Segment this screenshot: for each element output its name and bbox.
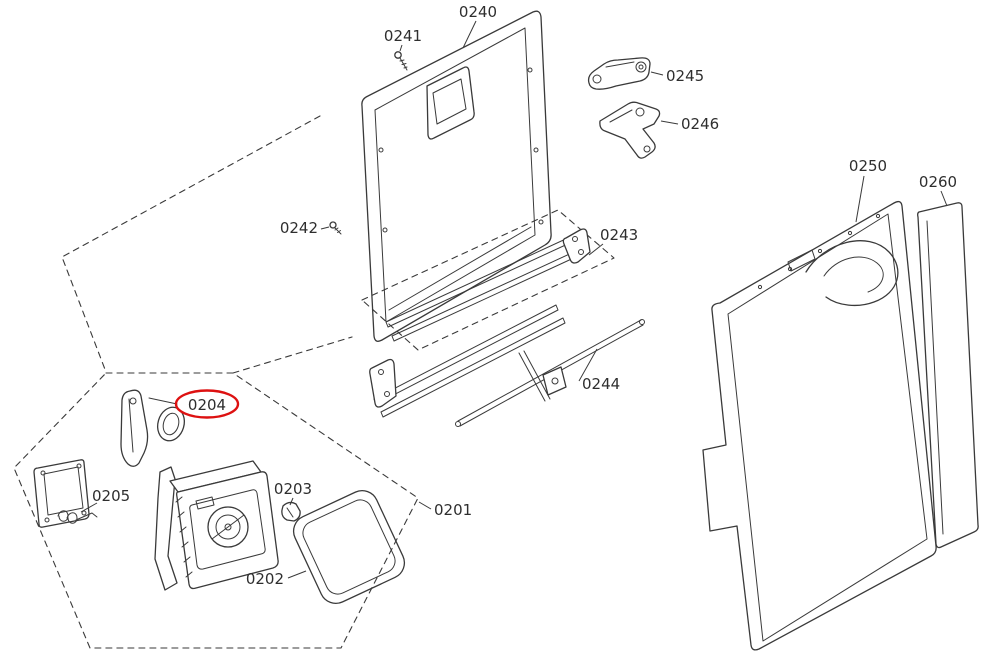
rail-bracket-right — [562, 228, 591, 264]
vent-detail — [426, 66, 475, 140]
spring — [57, 510, 98, 524]
part-label-0244[interactable]: 0244 — [582, 375, 620, 393]
part-0244-crossbar — [455, 319, 645, 427]
leader-lines — [80, 20, 948, 579]
dispenser-body — [154, 460, 279, 591]
hatching — [175, 496, 193, 578]
oval-seal — [157, 406, 185, 442]
part-label-0240[interactable]: 0240 — [459, 3, 497, 21]
part-0241-screw — [394, 51, 408, 71]
part-0240-inner-door-panel — [361, 10, 552, 342]
part-label-0245[interactable]: 0245 — [666, 67, 704, 85]
part-label-0260[interactable]: 0260 — [919, 173, 957, 191]
highlight-circle-0204 — [174, 389, 240, 419]
part-0260-side-panel — [917, 202, 979, 549]
part-labels: 0240 0241 0242 0243 0244 0245 0246 0250 … — [92, 3, 957, 588]
part-0250-outer-door-panel — [702, 200, 937, 651]
part-0203-clip — [281, 501, 301, 522]
part-label-0243[interactable]: 0243 — [600, 226, 638, 244]
part-0205-mounting-plate — [33, 459, 98, 528]
part-label-0242[interactable]: 0242 — [280, 219, 318, 237]
rail-bracket-left — [369, 358, 397, 408]
part-0246-bracket — [599, 101, 661, 159]
part-label-0202[interactable]: 0202 — [246, 570, 284, 588]
assembly-boundary-hexagon — [13, 372, 419, 649]
handle-recess-outline — [805, 240, 899, 307]
construction-lines — [61, 115, 353, 374]
part-label-0204[interactable]: 0204 — [188, 396, 226, 414]
part-0245-bracket — [587, 57, 651, 90]
part-label-0246[interactable]: 0246 — [681, 115, 719, 133]
part-0243-rail-kit — [361, 209, 615, 418]
part-label-0241[interactable]: 0241 — [384, 27, 422, 45]
dispenser-cap — [207, 506, 249, 548]
part-label-0203[interactable]: 0203 — [274, 480, 312, 498]
part-0242-screw — [329, 221, 342, 235]
part-0202-gasket — [292, 489, 406, 605]
dispenser-lever — [154, 466, 178, 591]
part-label-0250[interactable]: 0250 — [849, 157, 887, 175]
part-label-0205[interactable]: 0205 — [92, 487, 130, 505]
part-0204-cover-and-seal — [120, 389, 185, 467]
part-label-0201[interactable]: 0201 — [434, 501, 472, 519]
